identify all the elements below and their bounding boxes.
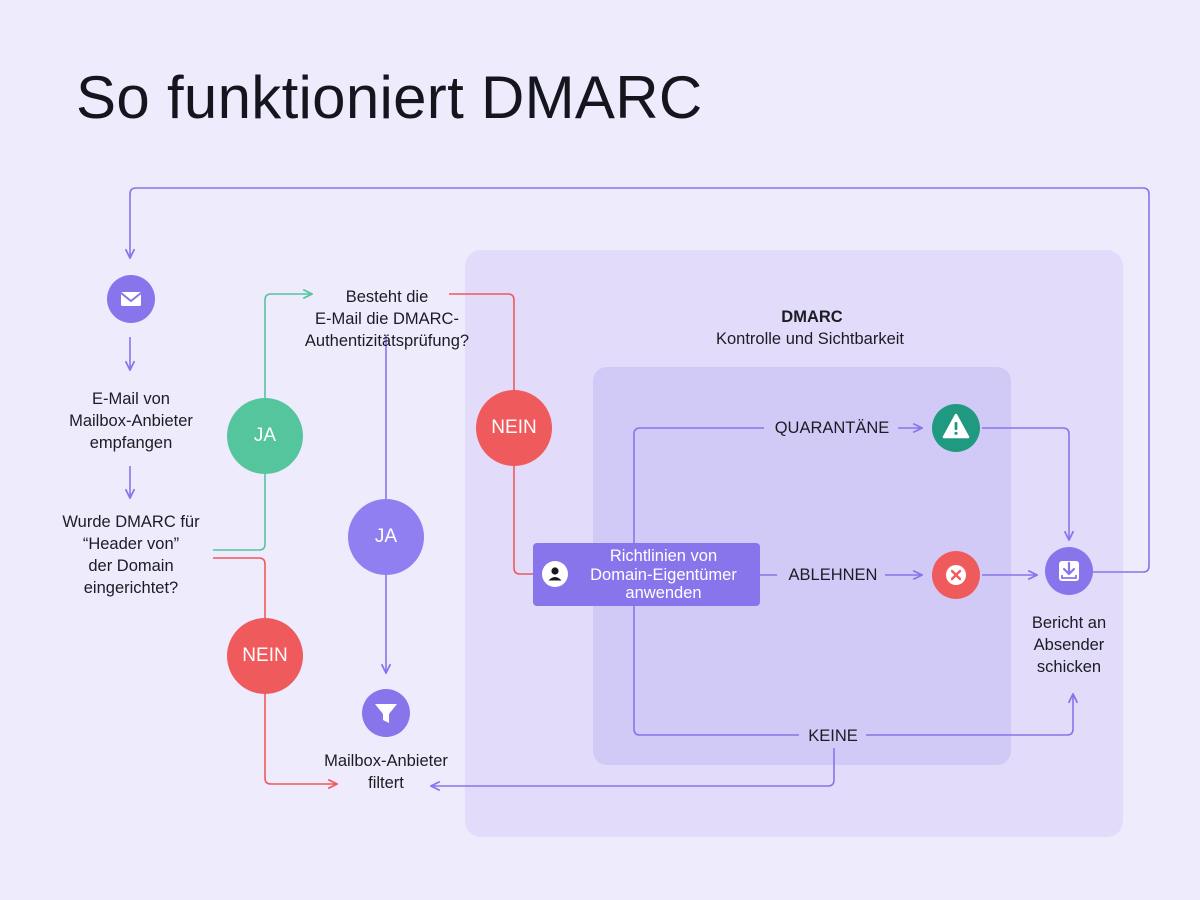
nein-badge-second: NEIN xyxy=(476,390,552,466)
dmarc-panel-title: DMARC xyxy=(781,308,843,326)
envelope-icon xyxy=(107,275,155,323)
ja-badge-first: JA xyxy=(227,398,303,474)
quarantine-branch-connector xyxy=(633,427,764,543)
email-received-label: E-Mail von Mailbox-Anbieter empfangen xyxy=(69,390,193,452)
quarantine-action-label: QUARANTÄNE xyxy=(774,419,890,437)
auth-check-question: Besteht die E-Mail die DMARC- Authentizi… xyxy=(304,288,470,350)
nein-badge-first: NEIN xyxy=(227,618,303,694)
user-icon xyxy=(542,561,568,587)
inbox-download-icon xyxy=(1045,547,1093,595)
feedback-loop-connector xyxy=(130,187,1150,573)
none-to-filter-arrow xyxy=(431,748,835,786)
dmarc-inner-panel xyxy=(593,367,1011,765)
reject-action-label: ABLEHNEN xyxy=(788,566,878,584)
mailbox-filter-label: Mailbox-Anbieter filtert xyxy=(324,752,448,792)
owner-policy-label: Richtlinien von Domain-Eigentümer anwend… xyxy=(590,547,737,602)
warning-icon xyxy=(932,404,980,452)
none-action-label: KEINE xyxy=(808,727,858,745)
ja-badge-second: JA xyxy=(348,499,424,575)
filter-icon xyxy=(362,689,410,737)
none-to-report-arrow xyxy=(866,694,1073,736)
page-title: So funktioniert DMARC xyxy=(76,64,703,131)
dmarc-panel-subtitle: Kontrolle und Sichtbarkeit xyxy=(715,330,905,348)
owner-policy-box: Richtlinien von Domain-Eigentümer anwend… xyxy=(533,543,760,606)
x-circle-icon xyxy=(932,551,980,599)
report-label: Bericht an Absender schicken xyxy=(1031,614,1107,676)
quarantine-icon-to-report-arrow xyxy=(982,427,1069,540)
dmarc-setup-question: Wurde DMARC für “Header von” der Domain … xyxy=(62,513,200,597)
none-branch-connector xyxy=(633,606,799,736)
